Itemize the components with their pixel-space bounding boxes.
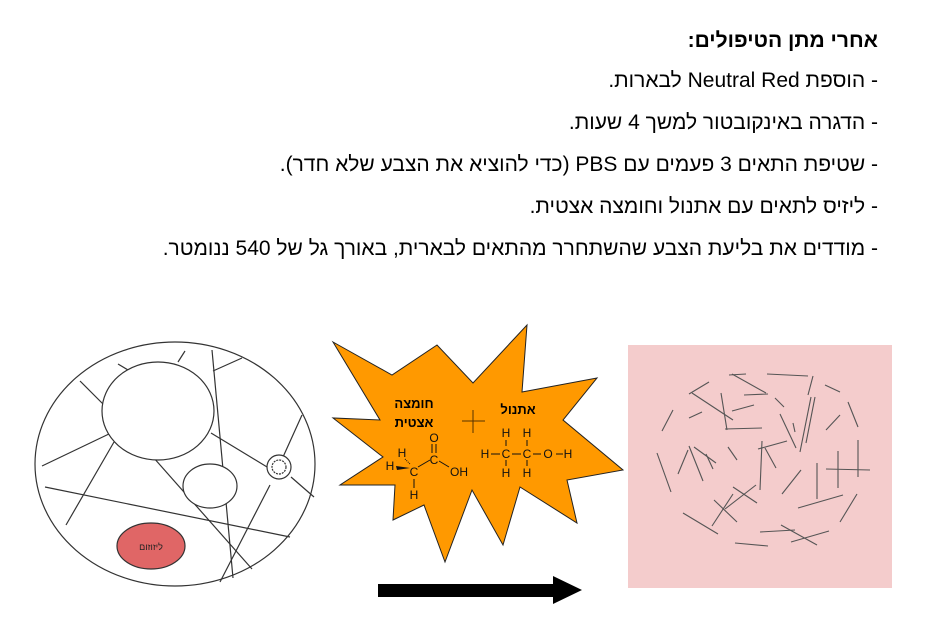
svg-text:H: H [502, 466, 511, 480]
svg-text:O: O [543, 447, 552, 461]
cell-illustration [34, 341, 316, 587]
vesicle-inner [271, 459, 287, 475]
svg-text:C: C [502, 447, 511, 461]
vacuole [182, 463, 238, 509]
svg-text:H: H [410, 488, 419, 502]
svg-text:H: H [523, 426, 532, 440]
svg-text:H: H [481, 447, 490, 461]
ethanol-structure: H H H C C O H H H [481, 426, 573, 480]
lysed-cells-panel [628, 345, 892, 588]
step-pbs-wash: - שטיפת התאים 3 פעמים עם PBS (כדי להוציא… [279, 153, 878, 176]
cytoskeleton-lines [41, 349, 315, 583]
svg-text:OH: OH [450, 465, 468, 479]
protocol-text: אחרי מתן הטיפולים: - הוספת Neutral Red ל… [18, 22, 878, 270]
vesicle-outer [266, 454, 292, 480]
plus-icon [462, 410, 485, 433]
right-arrow-icon [378, 576, 582, 604]
svg-text:O: O [429, 431, 438, 445]
nucleus [101, 361, 215, 461]
step-incubation: - הדגרה באינקובטור למשך 4 שעות. [568, 111, 878, 134]
step-add-neutral-red: - הוספת Neutral Red לבארות. [608, 69, 878, 92]
reagent-burst [331, 323, 625, 564]
svg-text:H: H [502, 426, 511, 440]
svg-text:H: H [386, 459, 395, 473]
lysosome [116, 522, 186, 570]
svg-text:C: C [410, 465, 419, 479]
acetic-acid-structure: O C OH C H H H [386, 431, 468, 502]
svg-text:C: C [523, 447, 532, 461]
acetic-acid-label-line2: אצטית [395, 415, 434, 430]
cell-debris-lines [656, 373, 871, 547]
lysosome-label: ליזוזום [139, 542, 163, 552]
svg-text:H: H [398, 446, 407, 460]
ethanol-label: אתנול [500, 402, 535, 417]
step-measure-absorbance: - מודדים את בליעת הצבע שהשתחרר מהתאים לב… [162, 237, 878, 260]
heading: אחרי מתן הטיפולים: [687, 29, 878, 52]
acetic-acid-label-line1: חומצה [394, 396, 433, 411]
svg-text:C: C [430, 453, 439, 467]
svg-text:H: H [564, 447, 573, 461]
svg-text:H: H [523, 466, 532, 480]
step-lysis: - ליזיס לתאים עם אתנול וחומצה אצטית. [529, 195, 878, 218]
